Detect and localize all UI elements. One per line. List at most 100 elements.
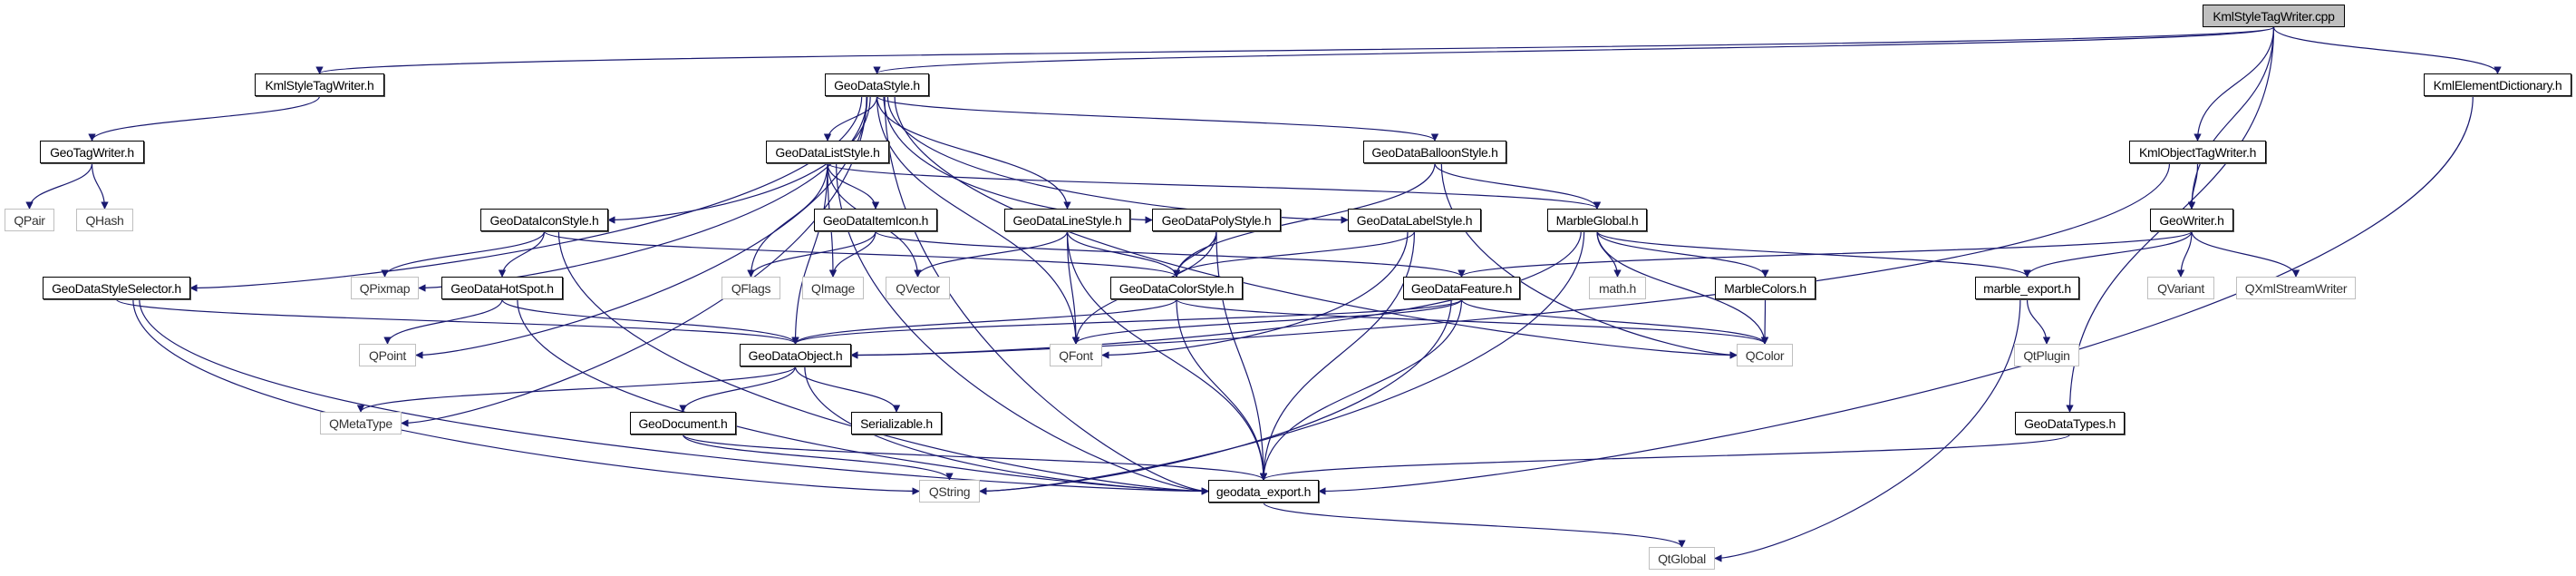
node-selector[interactable]: GeoDataStyleSelector.h	[43, 277, 190, 299]
edge-line-to-qfont	[1066, 230, 1080, 345]
edge-line-to-qvector	[914, 230, 1069, 278]
node-label: GeoDataColorStyle.h	[1119, 280, 1235, 296]
node-color[interactable]: GeoDataColorStyle.h	[1110, 277, 1243, 299]
edge-list-to-mglobal	[827, 162, 1601, 210]
edge-list-to-item	[827, 162, 880, 210]
node-object[interactable]: GeoDataObject.h	[740, 344, 851, 366]
edge-feature-to-object	[791, 298, 1463, 345]
node-gexport[interactable]: geodata_export.h	[1208, 480, 1319, 503]
node-label: GeoDataIconStyle.h	[489, 212, 599, 228]
node-style[interactable]: GeoDataStyle.h	[825, 73, 929, 96]
edge-line-to-gexport	[1066, 230, 1268, 481]
node-label[interactable]: GeoDataLabelStyle.h	[1348, 209, 1481, 231]
node-gwriter[interactable]: GeoWriter.h	[2150, 209, 2233, 231]
edge-cpp-to-ked	[2272, 26, 2502, 74]
node-label: GeoDataBalloonStyle.h	[1371, 144, 1498, 160]
node-poly[interactable]: GeoDataPolyStyle.h	[1152, 209, 1281, 231]
node-hotspot[interactable]: GeoDataHotSpot.h	[441, 277, 563, 299]
node-label: QtPlugin	[2023, 347, 2070, 363]
edge-gwriter-to-mexport	[2023, 230, 2193, 278]
node-feature[interactable]: GeoDataFeature.h	[1403, 277, 1520, 299]
edge-style-to-qcolor	[894, 95, 1738, 359]
node-label: QtGlobal	[1658, 551, 1706, 566]
node-kotw[interactable]: KmlObjectTagWriter.h	[2129, 141, 2266, 163]
edge-style-to-qmetatype	[401, 95, 867, 427]
node-label: geodata_export.h	[1215, 483, 1312, 499]
edge-list-to-gexport	[836, 162, 1209, 495]
edge-balloon-to-color	[1172, 162, 1436, 278]
node-mglobal[interactable]: MarbleGlobal.h	[1547, 209, 1647, 231]
node-label: KmlObjectTagWriter.h	[2138, 144, 2257, 160]
node-label: QPixmap	[359, 280, 411, 296]
node-label: GeoDataLineStyle.h	[1012, 212, 1122, 228]
edge-cpp-to-kotw	[2193, 26, 2275, 142]
edge-types-to-gexport	[1260, 434, 2071, 481]
node-kstw[interactable]: KmlStyleTagWriter.h	[255, 73, 384, 96]
edge-gexport-to-qtglobal	[1263, 502, 1686, 548]
node-list[interactable]: GeoDataListStyle.h	[766, 141, 889, 163]
edge-color-to-qcolor	[1176, 298, 1768, 345]
node-label: QString	[928, 483, 971, 499]
node-label: GeoDataHotSpot.h	[450, 280, 554, 296]
node-label: GeoDataObject.h	[748, 347, 843, 363]
node-label: QHash	[85, 212, 124, 228]
node-qcolor: QColor	[1737, 344, 1793, 366]
edge-icon-to-color	[543, 230, 1180, 278]
node-qpoint: QPoint	[359, 344, 416, 366]
node-mcolors[interactable]: MarbleColors.h	[1715, 277, 1816, 299]
node-qimage: QImage	[802, 277, 864, 299]
edge-style-to-icon	[607, 95, 871, 224]
node-label: QMetaType	[329, 415, 392, 431]
node-label: GeoDataListStyle.h	[775, 144, 880, 160]
node-label: GeoDataStyleSelector.h	[52, 280, 181, 296]
node-label: KmlElementDictionary.h	[2433, 77, 2562, 93]
node-qmetatype: QMetaType	[320, 412, 402, 434]
node-ked[interactable]: KmlElementDictionary.h	[2424, 73, 2571, 96]
node-label: GeoWriter.h	[2159, 212, 2224, 228]
edge-label-to-qfont	[1101, 230, 1409, 359]
edge-item-to-qflags	[747, 230, 876, 278]
edge-selector-to-gexport	[139, 298, 1209, 495]
edge-document-to-gexport	[682, 434, 1268, 481]
node-document[interactable]: GeoDocument.h	[630, 412, 736, 434]
edge-gwriter-to-feature	[1457, 230, 2193, 278]
edge-cpp-to-kstw	[315, 26, 2275, 74]
node-icon[interactable]: GeoDataIconStyle.h	[480, 209, 608, 231]
edge-style-to-selector	[189, 95, 863, 292]
node-qstring: QString	[919, 480, 980, 503]
node-line[interactable]: GeoDataLineStyle.h	[1004, 209, 1130, 231]
edge-style-to-poly	[883, 95, 1153, 224]
node-types[interactable]: GeoDataTypes.h	[2015, 412, 2125, 434]
node-mexport[interactable]: marble_export.h	[1975, 277, 2079, 299]
node-label: QImage	[811, 280, 855, 296]
node-label: marble_export.h	[1983, 280, 2071, 296]
node-qtplugin: QtPlugin	[2014, 344, 2079, 366]
node-balloon[interactable]: GeoDataBalloonStyle.h	[1363, 141, 1506, 163]
node-qtglobal: QtGlobal	[1649, 547, 1715, 570]
edge-icon-to-hotspot	[498, 230, 546, 278]
node-label: QColor	[1745, 347, 1785, 363]
node-label: GeoDataPolyStyle.h	[1161, 212, 1272, 228]
node-label: KmlStyleTagWriter.h	[265, 77, 374, 93]
node-label: QXmlStreamWriter	[2244, 280, 2348, 296]
edge-label-to-color	[1172, 230, 1416, 278]
edge-list-to-object	[791, 162, 828, 345]
node-label: QVariant	[2157, 280, 2204, 296]
node-label: GeoDataLabelStyle.h	[1356, 212, 1473, 228]
edge-poly-to-gexport	[1215, 230, 1268, 481]
node-label: QPair	[14, 212, 45, 228]
edge-object-to-serial	[794, 366, 901, 413]
node-qflags: QFlags	[721, 277, 780, 299]
node-qpair: QPair	[5, 209, 54, 231]
edge-style-to-qpixmap	[418, 95, 868, 292]
node-qfont: QFont	[1050, 344, 1102, 366]
node-label: Serializable.h	[860, 415, 933, 431]
edge-selector-to-qstring	[132, 298, 920, 495]
node-item[interactable]: GeoDataItemIcon.h	[814, 209, 937, 231]
node-serial[interactable]: Serializable.h	[851, 412, 942, 434]
node-qpixmap: QPixmap	[351, 277, 419, 299]
node-gtw[interactable]: GeoTagWriter.h	[40, 141, 144, 163]
node-cpp[interactable]: KmlStyleTagWriter.cpp	[2203, 5, 2345, 27]
edge-color-to-gexport	[1176, 298, 1268, 481]
